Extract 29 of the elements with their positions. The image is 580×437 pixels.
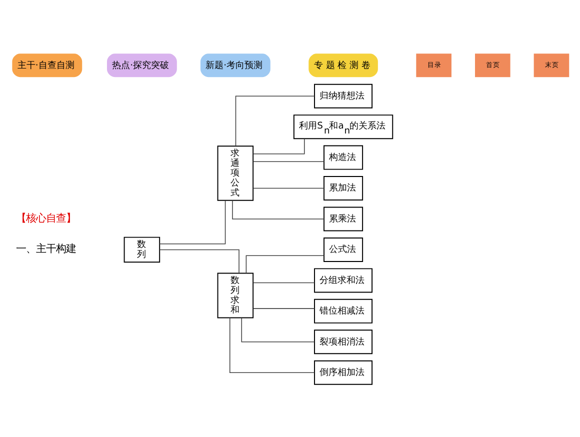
node-box: 累乘法 (324, 206, 364, 231)
label: 一、主干构建 (16, 242, 76, 255)
node-box: 倒序相加法 (314, 360, 373, 384)
label: 主干·自查自测 (17, 60, 74, 70)
connector (159, 248, 240, 274)
connector (229, 316, 315, 373)
connector (252, 160, 324, 162)
connector (252, 187, 324, 188)
node-box: 归纳猜想法 (314, 83, 373, 108)
node-box: 裂项相消法 (314, 329, 373, 354)
node-box: 构造法 (324, 144, 364, 170)
node-box: 求通项公式 (217, 145, 254, 200)
node-box: 错位相减法 (314, 298, 373, 323)
connector (252, 282, 315, 283)
label: 新题·考向预测 (206, 60, 263, 70)
connector (159, 200, 226, 244)
node-box: 数列 (124, 236, 160, 262)
connector (246, 254, 324, 274)
connector (241, 316, 315, 342)
connector (232, 200, 324, 219)
label: 专 题 检 测 卷 (314, 60, 370, 70)
label: 热点·探究突破 (112, 60, 170, 70)
node-box: 公式法 (324, 236, 364, 262)
connector (252, 138, 305, 154)
connector (235, 95, 315, 146)
node-box: 分组求和法 (314, 268, 373, 292)
node-box: 数列求和 (217, 272, 254, 318)
node-box: 累加法 (324, 176, 364, 200)
label: 【核心自查】 (16, 212, 76, 224)
